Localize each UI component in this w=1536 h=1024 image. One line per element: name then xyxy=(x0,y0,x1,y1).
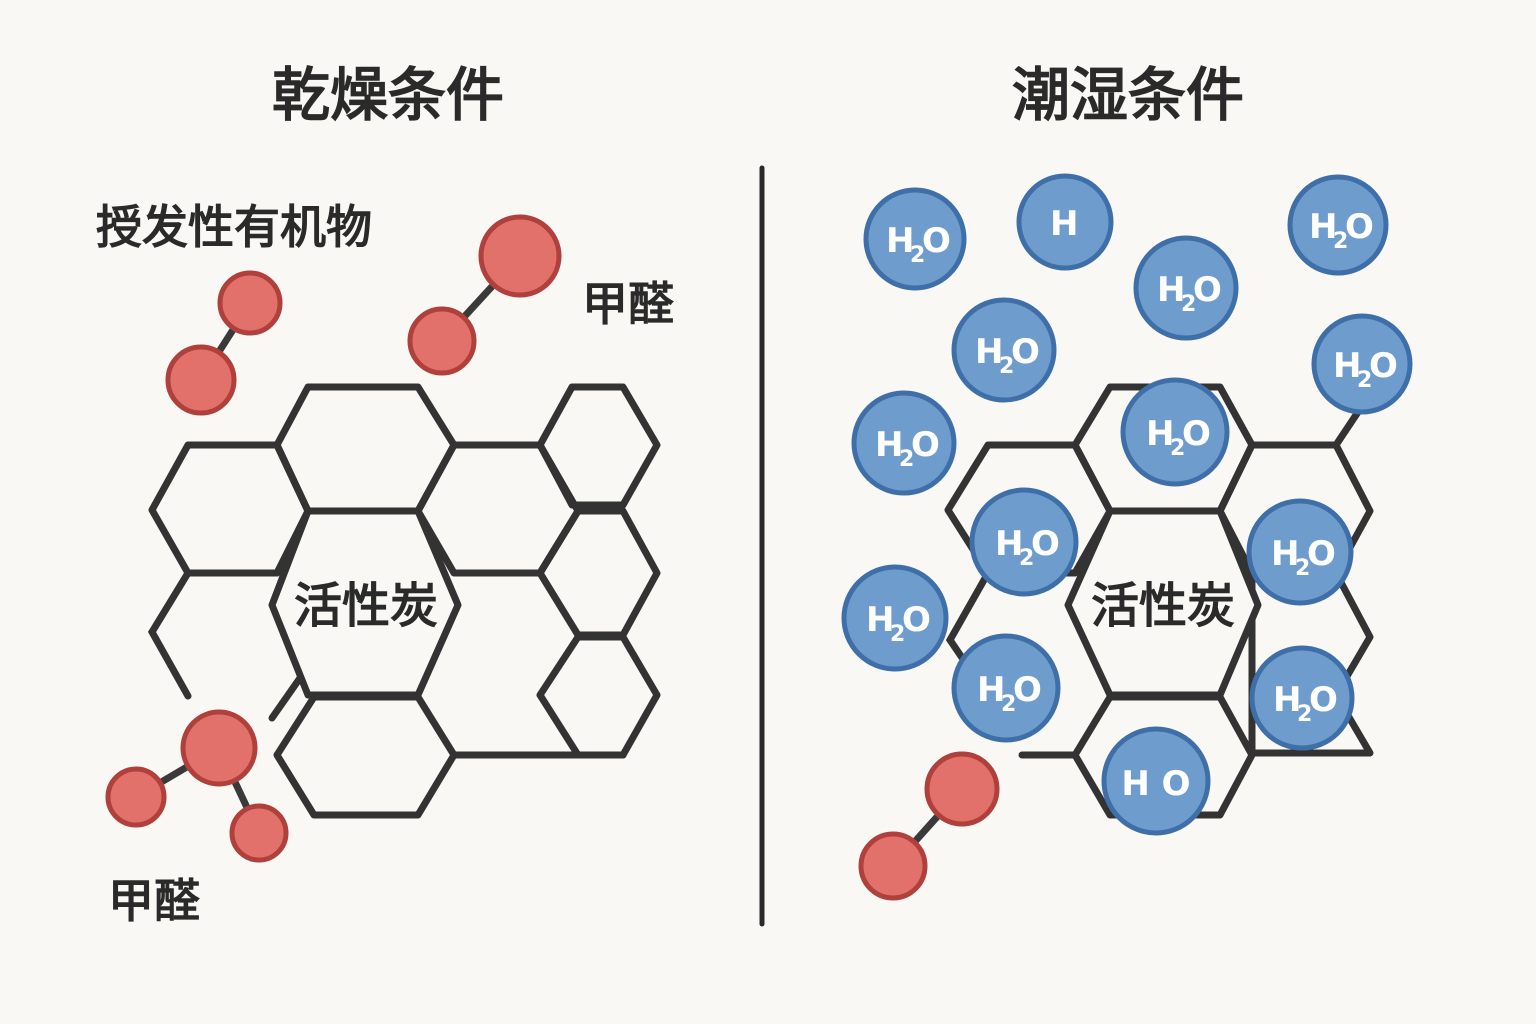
water-h: H xyxy=(1309,207,1337,247)
formaldehyde-label-top: 甲醛 xyxy=(582,277,674,331)
formaldehyde-label-bottom: 甲醛 xyxy=(108,874,200,928)
water-molecule-circle xyxy=(841,564,949,672)
water-subscript: 2 xyxy=(1001,692,1016,717)
lattice-hex xyxy=(536,633,661,759)
water-molecule-circle xyxy=(1101,726,1211,836)
molecule-atom xyxy=(217,270,283,336)
water-subscript: 2 xyxy=(1295,556,1310,581)
water-molecule-circle xyxy=(1246,498,1354,606)
water-h: H xyxy=(1271,534,1299,574)
left-carbon-lattice xyxy=(147,383,661,819)
water-h: H xyxy=(1273,680,1301,720)
right-activated-carbon-label: 活性炭 xyxy=(1091,578,1235,634)
voc-label: 授发性有机物 xyxy=(96,200,372,254)
water-molecule: H 2 O xyxy=(1249,645,1355,751)
water-molecule-circle xyxy=(1016,173,1114,271)
water-o: O xyxy=(911,425,940,465)
lattice-hex-center xyxy=(1064,507,1262,699)
water-molecule: H 2 O xyxy=(863,187,967,291)
left-panel-title: 乾燥条件 xyxy=(272,61,504,129)
water-molecule-circle xyxy=(969,487,1079,597)
water-o: O xyxy=(1345,207,1374,247)
molecule-atom xyxy=(105,766,167,828)
water-molecule-circle xyxy=(951,297,1057,403)
water-o: O xyxy=(1309,680,1338,720)
water-molecule-circle xyxy=(851,390,957,496)
water-molecule-circle xyxy=(951,633,1061,743)
water-h: H xyxy=(875,425,903,465)
water-subscript: 2 xyxy=(999,354,1014,379)
water-molecule: H 2 O xyxy=(841,564,949,672)
water-molecule-circle xyxy=(1311,313,1413,415)
water-molecule: H 2 O xyxy=(951,633,1061,743)
water-h: H xyxy=(1146,414,1174,454)
water-molecule: H 2 O xyxy=(851,390,957,496)
molecule-atom xyxy=(858,831,928,901)
water-subscript: 2 xyxy=(1170,436,1185,461)
water-o: O xyxy=(1011,332,1040,372)
water-h: H xyxy=(1333,346,1361,386)
lattice-hex xyxy=(536,383,661,509)
lattice-hex xyxy=(273,693,458,819)
water-molecule: H 2 O xyxy=(1120,377,1230,487)
water-o: O xyxy=(1193,270,1222,310)
water-o: O xyxy=(922,221,951,261)
formaldehyde-molecule-top xyxy=(407,214,562,376)
molecule-atom xyxy=(478,214,562,298)
water-subscript: 2 xyxy=(1019,546,1034,571)
water-molecule: H 2 O xyxy=(1246,498,1354,606)
water-h-single: H xyxy=(1050,204,1078,244)
water-molecule-circle xyxy=(1249,645,1355,751)
water-molecule-circle xyxy=(1287,174,1389,276)
water-h: H xyxy=(995,524,1023,564)
lattice-edge xyxy=(147,569,192,700)
water-o: O xyxy=(1307,534,1336,574)
lattice-hex xyxy=(148,441,312,577)
lattice-edge xyxy=(1332,408,1362,449)
water-subscript: 2 xyxy=(1181,292,1196,317)
water-molecule-circle xyxy=(863,187,967,291)
water-molecule: H 2 O xyxy=(1287,174,1389,276)
water-o: O xyxy=(1031,524,1060,564)
left-activated-carbon-label: 活性炭 xyxy=(294,578,438,634)
water-subscript: 2 xyxy=(1357,368,1372,393)
water-o: O xyxy=(1369,346,1398,386)
formaldehyde-molecule-right xyxy=(858,751,1000,901)
water-molecule: H xyxy=(1016,173,1114,271)
water-o: O xyxy=(1013,670,1042,710)
lattice-hex-center xyxy=(268,507,462,699)
molecule-atom xyxy=(229,803,289,863)
water-partial-label: H O xyxy=(1121,764,1190,804)
water-o: O xyxy=(902,600,931,640)
water-molecule: H 2 O xyxy=(1133,235,1239,341)
water-subscript: 2 xyxy=(1333,229,1348,254)
water-o: O xyxy=(1182,414,1211,454)
pollutant-molecule xyxy=(165,270,283,416)
water-molecule-circle xyxy=(1120,377,1230,487)
water-subscript: 2 xyxy=(890,622,905,647)
lattice-edge xyxy=(268,674,304,722)
water-h: H xyxy=(975,332,1003,372)
water-subscript: 2 xyxy=(899,447,914,472)
water-subscript: 2 xyxy=(910,243,925,268)
water-h: H xyxy=(886,221,914,261)
water-h: H xyxy=(866,600,894,640)
water-molecule-circle xyxy=(1133,235,1239,341)
water-molecule-partial: H O xyxy=(1101,726,1211,836)
molecule-atom xyxy=(165,344,237,416)
water-molecules: H 2 O H H 2 O H 2 O H 2 O H 2 xyxy=(841,173,1413,836)
water-subscript: 2 xyxy=(1297,702,1312,727)
molecule-atom xyxy=(407,306,477,376)
formaldehyde-molecule-bottom xyxy=(105,709,289,863)
water-h: H xyxy=(977,670,1005,710)
molecule-atom xyxy=(924,751,1000,827)
water-molecule: H 2 O xyxy=(1311,313,1413,415)
lattice-hex xyxy=(536,507,661,639)
water-molecule: H 2 O xyxy=(969,487,1079,597)
water-h: H xyxy=(1157,270,1185,310)
right-panel-title: 潮湿条件 xyxy=(1012,61,1244,129)
water-molecule: H 2 O xyxy=(951,297,1057,403)
molecule-atom xyxy=(180,709,258,787)
